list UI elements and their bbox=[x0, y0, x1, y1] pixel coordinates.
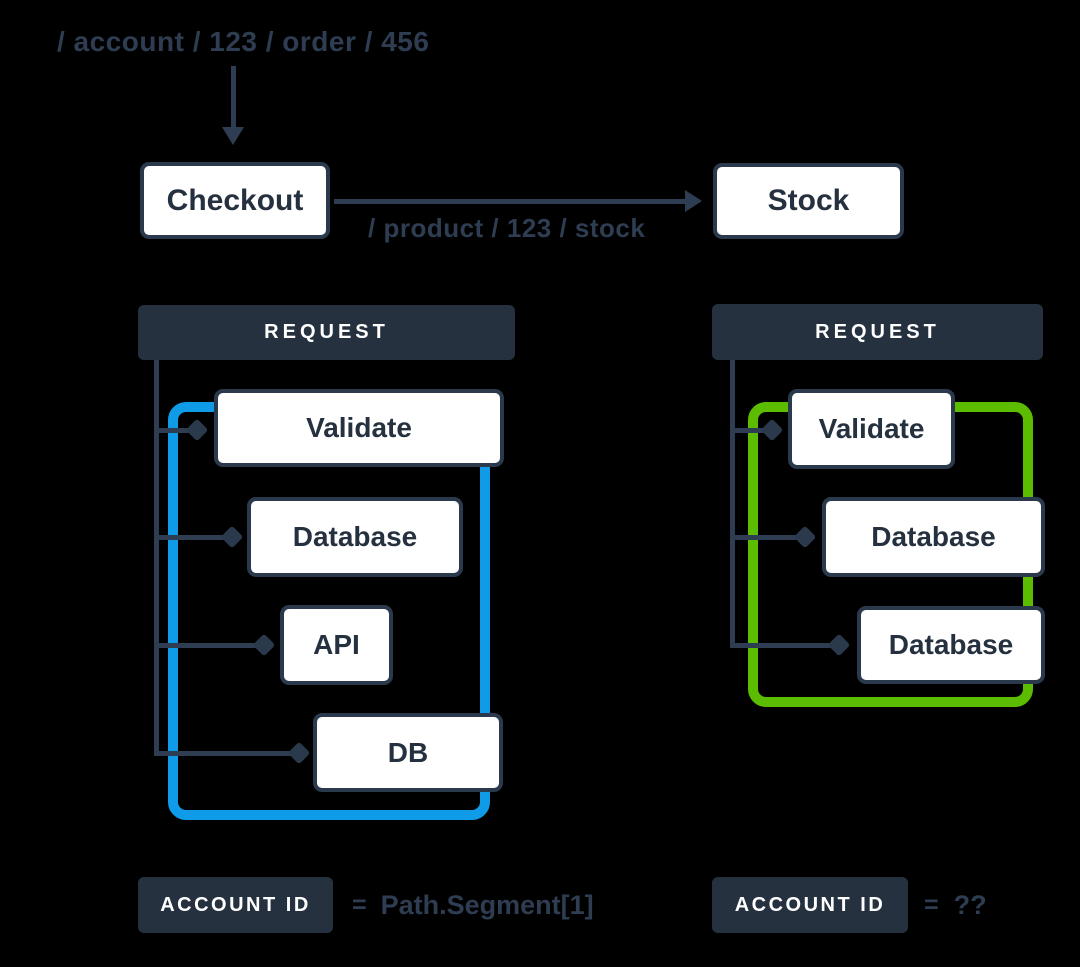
right-span-connector bbox=[730, 643, 839, 648]
badge-label: ACCOUNT ID bbox=[734, 893, 886, 916]
left-account-id-badge: ACCOUNT ID bbox=[138, 877, 333, 933]
left-span-connector bbox=[154, 428, 197, 433]
right-account-id-value-row: = ?? bbox=[924, 877, 987, 933]
down-arrow-icon bbox=[222, 127, 244, 145]
left-span-connector bbox=[154, 535, 232, 540]
right-span-validate: Validate bbox=[788, 389, 955, 469]
left-span-database: Database bbox=[247, 497, 463, 577]
equals-sign: = bbox=[924, 890, 939, 919]
left-span-api: API bbox=[280, 605, 393, 685]
right-request-header-label: REQUEST bbox=[815, 320, 940, 343]
right-account-id-badge: ACCOUNT ID bbox=[712, 877, 908, 933]
equals-sign: = bbox=[352, 890, 367, 919]
right-account-id-value: ?? bbox=[953, 889, 987, 920]
right-trace-spine bbox=[730, 360, 735, 648]
right-span-connector bbox=[730, 535, 805, 540]
left-span-db: DB bbox=[313, 713, 503, 792]
left-request-header-label: REQUEST bbox=[264, 321, 389, 343]
span-label: Validate bbox=[306, 412, 412, 443]
checkout-service-label: Checkout bbox=[166, 183, 304, 217]
right-span-database-2: Database bbox=[857, 606, 1045, 684]
left-span-connector bbox=[154, 643, 264, 648]
span-label: Database bbox=[888, 629, 1014, 660]
left-request-header: REQUEST bbox=[138, 305, 515, 360]
left-account-id-value: Path.Segment[1] bbox=[380, 889, 594, 920]
span-label: DB bbox=[387, 736, 429, 768]
right-request-header: REQUEST bbox=[712, 304, 1043, 360]
left-span-validate: Validate bbox=[214, 389, 504, 467]
right-arrow-icon bbox=[685, 190, 702, 212]
span-label: Database bbox=[871, 521, 996, 552]
outgoing-request-path: / product / 123 / stock bbox=[368, 213, 646, 243]
span-label: API bbox=[313, 629, 360, 660]
left-account-id-value-row: = Path.Segment[1] bbox=[352, 877, 594, 933]
right-span-connector bbox=[730, 428, 772, 433]
stock-service-label: Stock bbox=[767, 184, 850, 217]
request-arrow-shaft bbox=[334, 199, 686, 204]
right-span-database-1: Database bbox=[822, 497, 1045, 577]
badge-label: ACCOUNT ID bbox=[160, 893, 311, 916]
span-label: Validate bbox=[818, 413, 925, 444]
checkout-service-node: Checkout bbox=[140, 162, 330, 239]
left-trace-spine bbox=[154, 360, 159, 756]
stock-service-node: Stock bbox=[713, 163, 904, 239]
span-label: Database bbox=[292, 521, 418, 552]
left-span-connector bbox=[154, 751, 299, 756]
incoming-request-path: / account / 123 / order / 456 bbox=[57, 26, 430, 57]
down-arrow-shaft bbox=[231, 66, 236, 128]
